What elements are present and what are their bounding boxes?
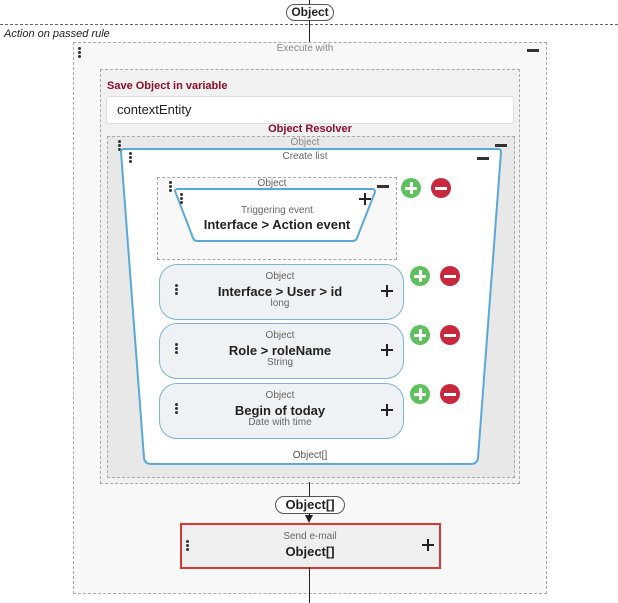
list-item-main: Interface > User > id — [217, 284, 343, 299]
resolver-type-label: Object — [290, 137, 320, 148]
item-add-button[interactable] — [410, 325, 430, 345]
bottom-flow-line — [309, 482, 310, 496]
execute-collapse-icon[interactable] — [527, 49, 539, 52]
bottom-flow-arrow — [305, 515, 313, 523]
item-drag-handle[interactable] — [175, 343, 178, 355]
send-email-value: Object[] — [285, 544, 335, 559]
create-list-drag-handle[interactable] — [129, 152, 132, 164]
item-drag-handle[interactable] — [175, 403, 178, 415]
first-item-drag-handle[interactable] — [169, 181, 172, 193]
triggering-add-icon[interactable] — [359, 193, 371, 205]
top-connector-line-2 — [309, 20, 310, 25]
triggering-drag-handle[interactable] — [180, 193, 183, 205]
list-item-sub: String — [266, 357, 294, 368]
send-email-drag-handle[interactable] — [186, 540, 189, 552]
create-list-footer: Object[] — [292, 450, 328, 461]
top-object-pill[interactable]: Object — [286, 4, 334, 21]
first-item-type: Object — [257, 178, 287, 189]
variable-name-input[interactable]: contextEntity — [106, 96, 514, 124]
item-add-button[interactable] — [410, 384, 430, 404]
list-item-role-name[interactable] — [159, 323, 404, 379]
list-item-user-id[interactable] — [159, 264, 404, 320]
list-item-type: Object — [265, 271, 295, 282]
create-list-collapse-icon[interactable] — [477, 157, 489, 160]
send-email-add-icon[interactable] — [422, 539, 434, 551]
save-variable-label: Save Object in variable — [107, 80, 228, 92]
first-item-collapse-icon[interactable] — [377, 185, 389, 188]
triggering-event-node[interactable] — [172, 188, 378, 242]
create-list-label: Create list — [282, 151, 328, 162]
item-remove-button[interactable] — [440, 325, 460, 345]
item-add-icon[interactable] — [381, 404, 393, 416]
execute-drag-handle[interactable] — [78, 47, 81, 59]
triggering-event-main: Interface > Action event — [203, 217, 351, 232]
first-item-remove-button[interactable] — [431, 178, 451, 198]
list-item-main: Begin of today — [234, 403, 326, 418]
object-resolver-label: Object Resolver — [268, 123, 352, 135]
item-remove-button[interactable] — [440, 266, 460, 286]
bottom-object-array-pill[interactable]: Object[] — [275, 496, 345, 514]
section-divider — [0, 24, 618, 25]
resolver-drag-handle[interactable] — [118, 140, 121, 152]
send-email-node[interactable] — [180, 523, 441, 569]
list-item-type: Object — [265, 330, 295, 341]
resolver-collapse-icon[interactable] — [495, 144, 507, 147]
item-remove-button[interactable] — [440, 384, 460, 404]
list-item-type: Object — [265, 390, 295, 401]
execute-with-label: Execute with — [276, 43, 334, 54]
list-item-sub: long — [270, 298, 290, 309]
send-email-title: Send e-mail — [283, 531, 337, 542]
list-item-sub: Date with time — [248, 417, 312, 428]
triggering-event-sub: Triggering event — [241, 205, 313, 216]
item-add-button[interactable] — [410, 266, 430, 286]
item-drag-handle[interactable] — [175, 284, 178, 296]
list-item-main: Role > roleName — [228, 343, 332, 358]
first-item-add-button[interactable] — [401, 178, 421, 198]
list-item-begin-of-today[interactable] — [159, 383, 404, 439]
item-add-icon[interactable] — [381, 285, 393, 297]
item-add-icon[interactable] — [381, 344, 393, 356]
top-connector-line — [309, 0, 310, 5]
end-flow-line — [309, 567, 310, 603]
section-label: Action on passed rule — [4, 28, 110, 40]
